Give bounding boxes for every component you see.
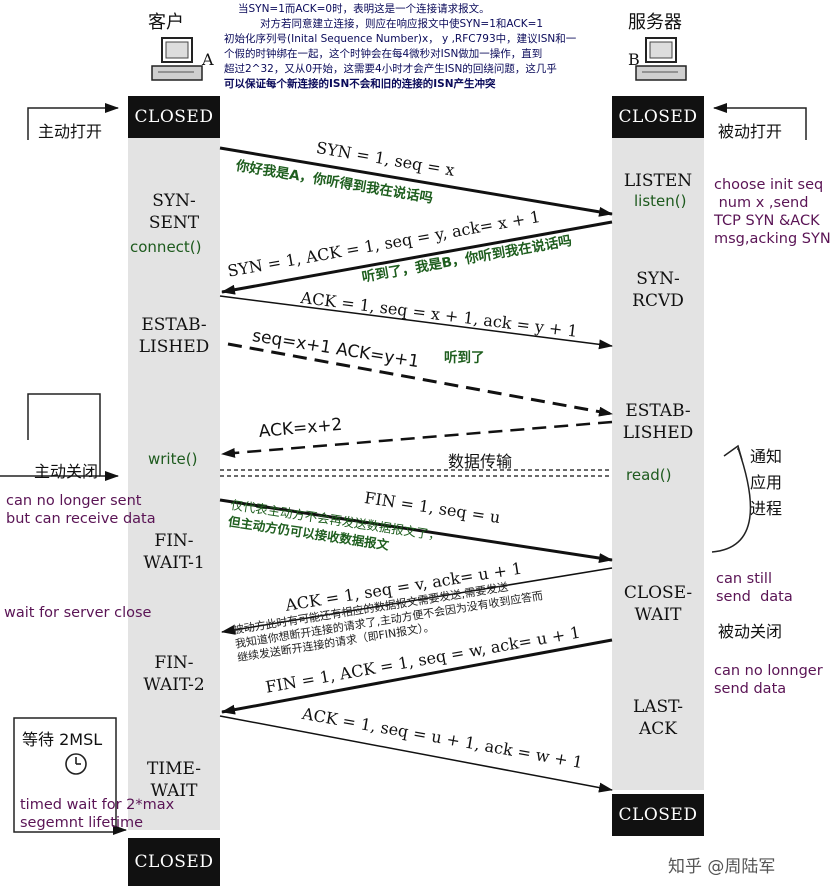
active-close-label: 主动关闭	[34, 462, 99, 481]
intro-note-line: 当SYN=1而ACK=0时，表明这是一个连接请求报文。	[238, 3, 490, 15]
intro-note-line: 超过2^32，又从0开始，这需要4小时才会产生ISN的回绕问题，这几乎	[224, 63, 557, 75]
state-close-wait: CLOSE- WAIT	[623, 583, 693, 625]
ack-arrow	[219, 295, 613, 350]
notify-app-bracket	[711, 447, 752, 553]
state-listen: LISTEN	[623, 171, 693, 191]
server-final-closed-state: CLOSED	[612, 794, 704, 836]
intro-note: 当SYN=1而ACK=0时，表明这是一个连接请求报文。 对方若同意建立连接，则应…	[224, 2, 624, 92]
state-fin-wait-2: FIN- WAIT-2	[143, 653, 205, 695]
server-closed-state: CLOSED	[612, 96, 704, 138]
intro-note-line: 初始化序列号(Inital Sequence Number)x， y ,RFC7…	[224, 33, 577, 45]
passive-open-bracket	[713, 103, 807, 140]
ack-fin-arrow	[221, 567, 613, 635]
state-established-client: ESTAB- LISHED	[138, 315, 210, 357]
wait-2msl-box	[13, 717, 117, 833]
last-ack-arrow	[219, 715, 613, 793]
note-ack: 听到了	[444, 350, 485, 366]
intro-note-line: 对方若同意建立连接，则应在响应报文中使SYN=1和ACK=1	[260, 18, 544, 30]
intro-note-line: 个假的时钟绑在一起，这个时钟会在每4微秒对ISN做加一操作，直到	[224, 48, 543, 60]
note-can-still-send: can still send data	[716, 571, 793, 605]
client-header: 客户	[148, 12, 184, 33]
passive-open-label: 被动打开	[718, 122, 783, 141]
watermark: 知乎 @周陆军	[668, 857, 776, 877]
connect-call: connect()	[130, 238, 202, 256]
syn-arrow	[219, 146, 613, 217]
active-open-label: 主动打开	[38, 122, 103, 141]
state-fin-wait-1: FIN- WAIT-1	[143, 531, 205, 573]
state-syn-rcvd: SYN- RCVD	[632, 269, 684, 311]
note-choose-isn: choose init seq num x ,send TCP SYN &ACK…	[714, 177, 831, 247]
state-time-wait: TIME- WAIT	[147, 759, 201, 801]
client-lifeline	[128, 138, 220, 830]
listen-call: listen()	[634, 192, 687, 210]
fin-arrow	[219, 498, 613, 563]
state-syn-sent: SYN- SENT	[148, 191, 200, 233]
server-lifeline	[612, 138, 704, 790]
server-header: 服务器	[628, 12, 682, 33]
note-no-longer-send: can no lonnger send data	[714, 663, 823, 697]
server-host-label: B	[628, 50, 640, 69]
state-last-ack: LAST- ACK	[632, 697, 684, 739]
note-wait-server-close: wait for server close	[4, 605, 152, 621]
client-closed-state: CLOSED	[128, 96, 220, 138]
notify-app-label: 通知 应用 进程	[750, 447, 783, 518]
server-computer-icon	[635, 37, 687, 81]
client-final-closed-state: CLOSED	[128, 838, 220, 886]
active-close-bracket	[27, 393, 119, 481]
note-timed-wait: timed wait for 2*max segemnt lifetime	[20, 797, 175, 831]
fin-ack-arrow	[221, 638, 613, 715]
state-established-server: ESTAB- LISHED	[622, 401, 694, 443]
active-open-bracket	[27, 103, 119, 140]
wait-2msl-label: 等待 2MSL	[22, 730, 103, 749]
clock-icon	[65, 753, 87, 775]
data-transfer-label: 数据传输	[448, 452, 513, 471]
client-computer-icon	[151, 37, 203, 81]
intro-note-line: 可以保证每个新连接的ISN不会和旧的连接的ISN产生冲突	[224, 78, 496, 90]
note-no-longer-sent: can no longer sent but can receive data	[6, 493, 156, 527]
syn-ack-arrow	[221, 220, 613, 295]
passive-close-label: 被动关闭	[718, 622, 783, 641]
client-host-label: A	[202, 50, 214, 69]
read-call: read()	[626, 466, 672, 484]
write-call: write()	[148, 450, 198, 468]
